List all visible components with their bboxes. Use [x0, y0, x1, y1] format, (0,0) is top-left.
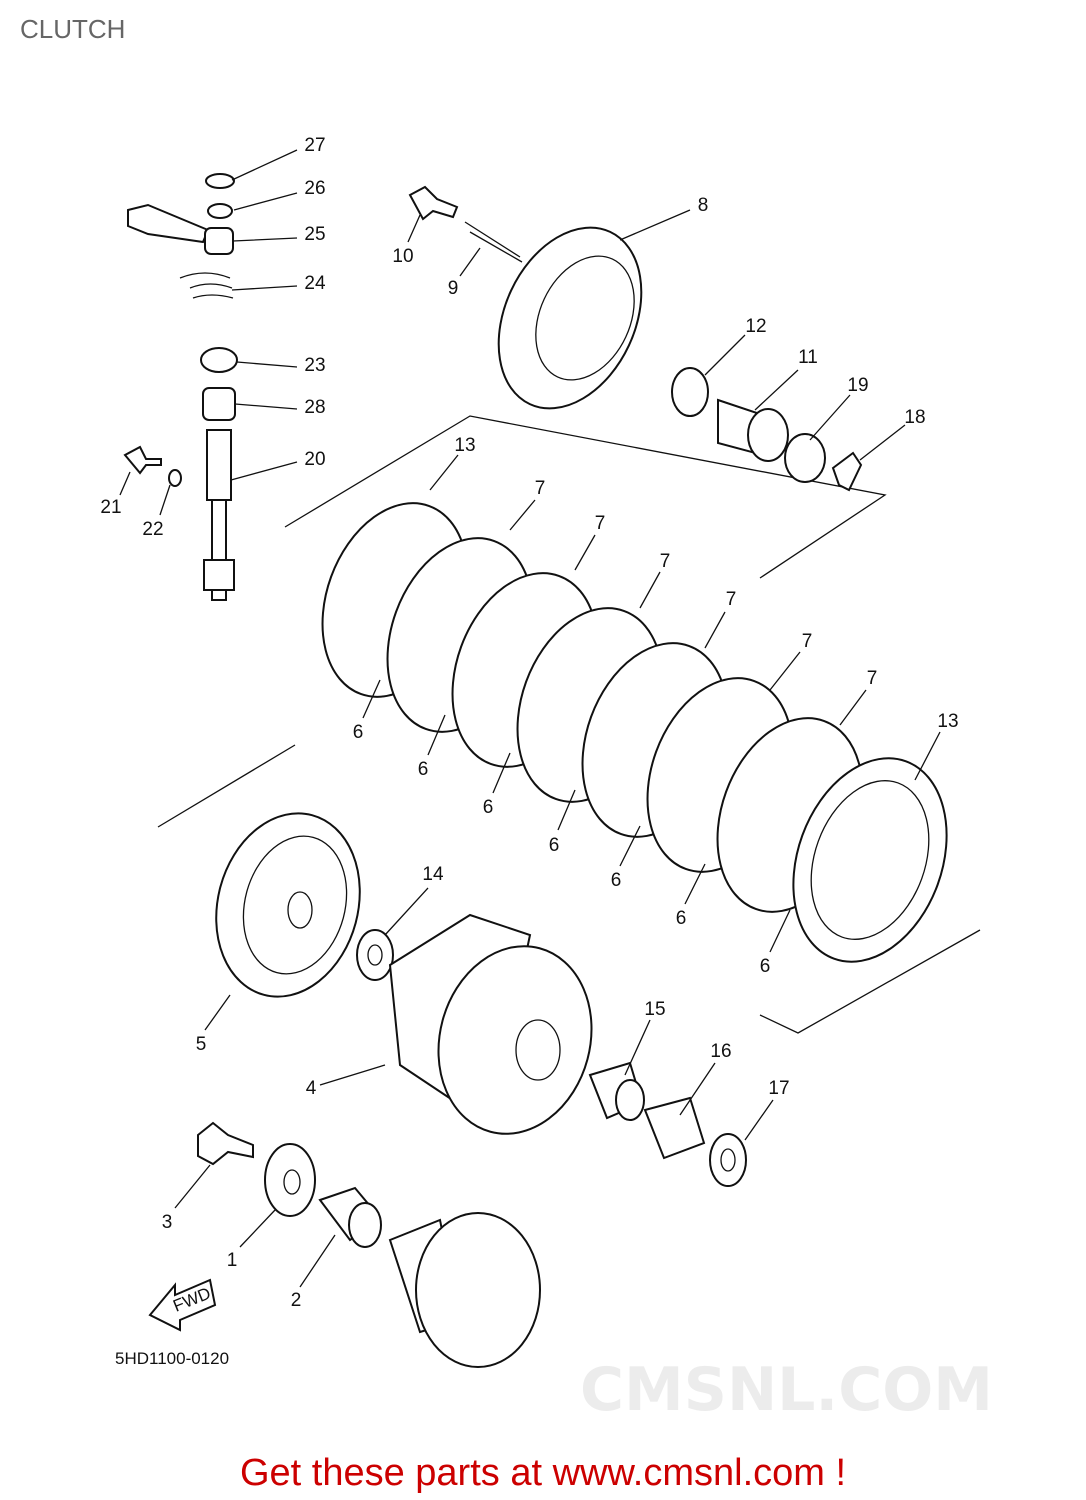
- callout-9: 9: [448, 278, 459, 299]
- callout-7: 7: [726, 589, 737, 610]
- callout-13: 13: [454, 435, 475, 456]
- callout-7: 7: [867, 668, 878, 689]
- callout-19: 19: [847, 375, 868, 396]
- callout-7: 7: [802, 631, 813, 652]
- primary-drive-parts: [197, 1121, 541, 1368]
- callout-10: 10: [392, 246, 413, 267]
- callout-20: 20: [304, 449, 325, 470]
- plate-group-box-bottom: [759, 929, 981, 1034]
- callout-1: 1: [227, 1250, 238, 1271]
- fwd-arrow: FWD: [148, 1278, 217, 1332]
- callout-18: 18: [904, 407, 925, 428]
- callout-25: 25: [304, 224, 325, 245]
- callout-21: 21: [100, 497, 121, 518]
- callout-7: 7: [660, 551, 671, 572]
- pressure-plate: [408, 185, 863, 492]
- callout-13: 13: [937, 711, 958, 732]
- watermark: CMSNL.COM: [580, 1355, 993, 1425]
- callout-6: 6: [549, 835, 560, 856]
- plate-group-box-top: [284, 415, 887, 579]
- clutch-plates: [321, 502, 948, 963]
- callout-6: 6: [483, 797, 494, 818]
- callout-12: 12: [745, 316, 766, 337]
- callout-6: 6: [611, 870, 622, 891]
- callout-3: 3: [162, 1212, 173, 1233]
- callout-7: 7: [595, 513, 606, 534]
- callout-11: 11: [798, 347, 818, 368]
- callout-6: 6: [353, 722, 364, 743]
- callout-14: 14: [422, 864, 444, 885]
- callout-4: 4: [306, 1078, 317, 1099]
- callout-7: 7: [535, 478, 546, 499]
- primary-driven-gear: [215, 812, 747, 1187]
- callout-28: 28: [304, 397, 325, 418]
- callout-26: 26: [304, 178, 325, 199]
- callout-27: 27: [304, 135, 325, 156]
- callout-22: 22: [142, 519, 163, 540]
- page-title: CLUTCH: [20, 14, 126, 44]
- callout-2: 2: [291, 1290, 302, 1311]
- callout-23: 23: [304, 355, 325, 376]
- callout-15: 15: [644, 999, 665, 1020]
- leader-lines: [119, 149, 941, 1288]
- callout-labels: 27 26 25 24 23 28 20 21 22 10 9 8 12 11 …: [100, 135, 958, 1311]
- callout-24: 24: [304, 273, 326, 294]
- clutch-push-lever: [123, 173, 238, 601]
- callout-6: 6: [676, 908, 687, 929]
- callout-6: 6: [418, 759, 429, 780]
- callout-5: 5: [196, 1034, 207, 1055]
- callout-17: 17: [768, 1078, 789, 1099]
- cmsnl-link[interactable]: Get these parts at www.cmsnl.com !: [239, 1452, 847, 1494]
- callout-6: 6: [760, 956, 771, 977]
- callout-16: 16: [710, 1041, 731, 1062]
- plate-group-box-left: [157, 744, 296, 828]
- callout-8: 8: [698, 195, 709, 216]
- diagram-code: 5HD1100-0120: [115, 1349, 229, 1368]
